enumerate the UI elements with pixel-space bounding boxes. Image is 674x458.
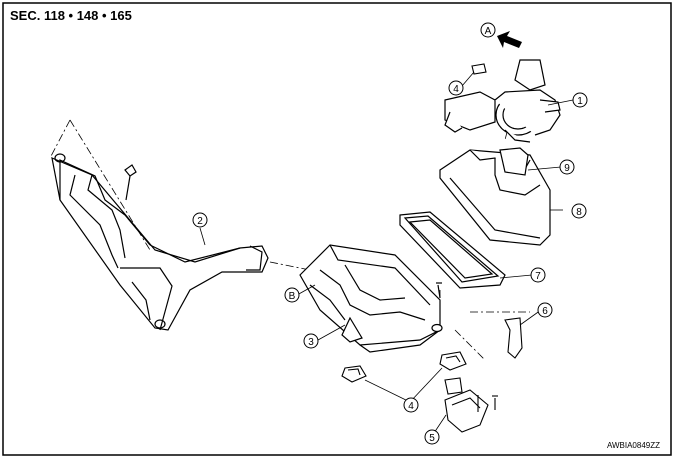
- svg-text:6: 6: [542, 306, 548, 317]
- svg-text:4: 4: [408, 401, 414, 412]
- air-cleaner-case: [299, 244, 443, 353]
- callout-6: 6: [537, 302, 553, 318]
- callout-2: 2: [192, 212, 208, 228]
- svg-text:A: A: [485, 26, 492, 37]
- figure-code: AWBIA0849ZZ: [606, 441, 660, 450]
- air-duct-part: [51, 153, 269, 331]
- svg-text:8: 8: [576, 207, 582, 218]
- callout-b: B: [284, 287, 300, 303]
- callout-8: 8: [571, 203, 587, 219]
- section-title: SEC. 118 • 148 • 165: [10, 8, 132, 23]
- svg-text:5: 5: [429, 433, 435, 444]
- svg-text:2: 2: [197, 216, 203, 227]
- grommets: [341, 351, 467, 395]
- svg-text:7: 7: [535, 271, 541, 282]
- arrow-icon: [497, 31, 522, 48]
- callout-4-top: 4: [448, 80, 464, 96]
- svg-text:1: 1: [577, 96, 583, 107]
- callout-7: 7: [530, 267, 546, 283]
- callout-4-bottom: 4: [403, 397, 419, 413]
- sensor-assembly: [444, 59, 561, 143]
- clip-top: [471, 63, 487, 75]
- callout-a: A: [480, 22, 496, 38]
- callout-3: 3: [303, 333, 319, 349]
- svg-text:3: 3: [308, 337, 314, 348]
- callout-5: 5: [424, 429, 440, 445]
- mount-bracket: [444, 389, 498, 433]
- air-cleaner-cover: [439, 147, 551, 246]
- callout-9: 9: [559, 159, 575, 175]
- svg-text:9: 9: [564, 163, 570, 174]
- bracket-part: [504, 317, 523, 359]
- svg-text:4: 4: [453, 84, 459, 95]
- callout-1: 1: [572, 92, 588, 108]
- svg-text:B: B: [289, 291, 296, 302]
- filter-element: [399, 211, 506, 289]
